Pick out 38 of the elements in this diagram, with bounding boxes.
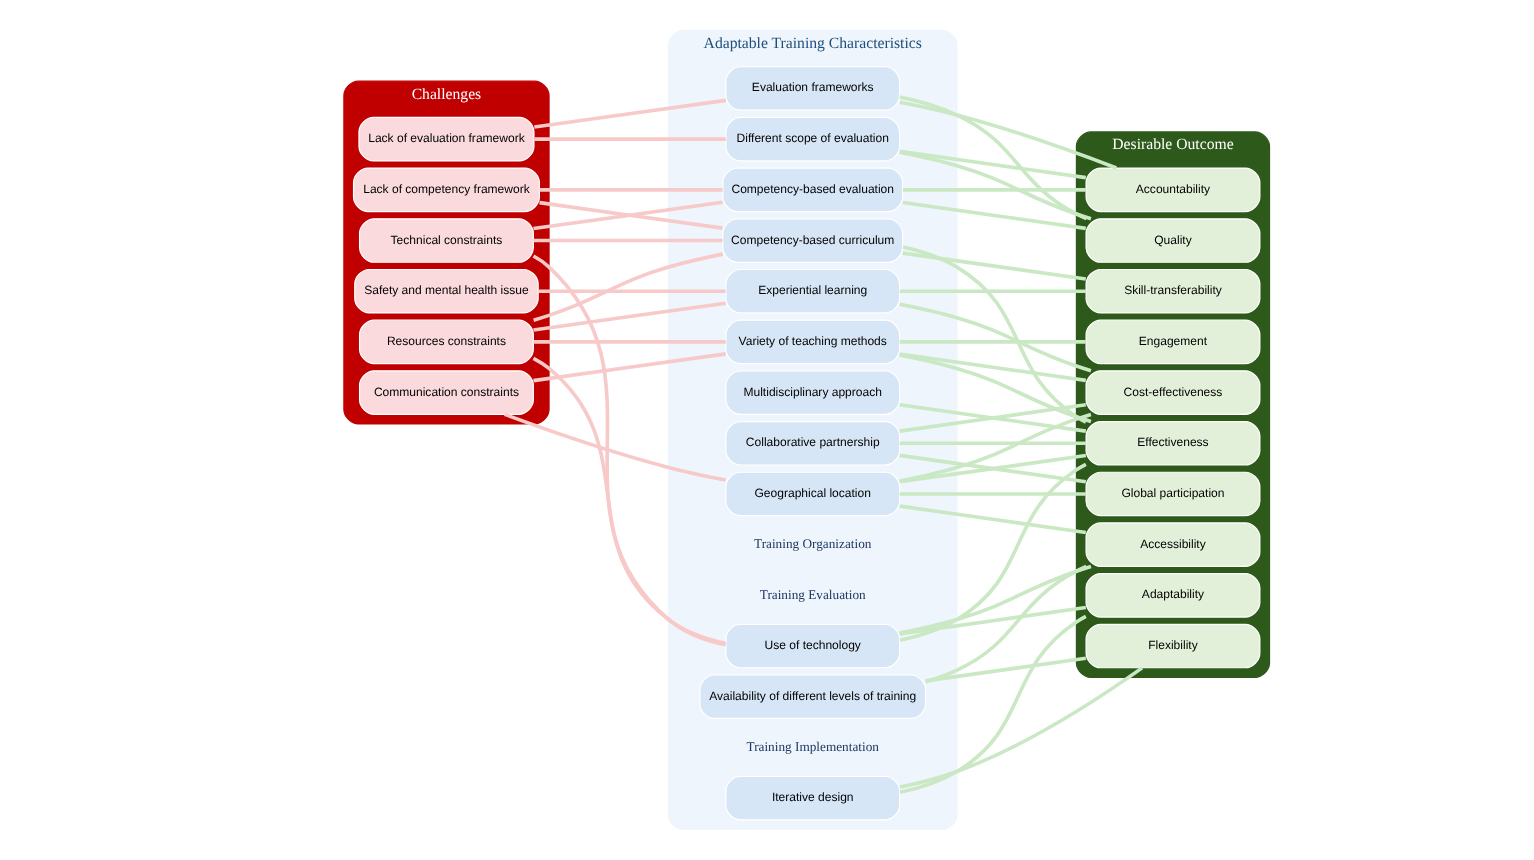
connector [899,614,1087,795]
connector [899,462,1087,642]
connector [899,100,1118,170]
connector [533,352,726,383]
connector [532,356,726,646]
connector [899,289,1086,293]
connector [899,340,1086,344]
connector [925,656,1087,683]
connector [899,352,1087,383]
connector [899,564,1092,635]
connector [539,188,723,192]
connector [538,289,726,293]
connector [533,301,726,332]
connector [899,95,1088,221]
connector [902,251,1087,281]
connector [902,188,1086,192]
connector [902,200,1087,231]
connector [899,353,1092,424]
connector [899,453,1087,484]
connector [899,666,1144,789]
connector [899,504,1087,535]
connector [899,605,1087,636]
connector [899,149,1087,180]
connector [533,340,726,344]
connector [925,564,1088,684]
connector [534,98,727,129]
connector [534,137,726,141]
connector [899,441,1086,446]
connector [902,245,1087,424]
connector [899,150,1092,221]
connector [532,254,726,647]
connector [899,412,1092,483]
connector [533,238,723,243]
connector [899,492,1086,496]
connector [533,252,724,322]
connector [899,402,1087,433]
connector [899,302,1092,373]
connector [504,412,726,482]
